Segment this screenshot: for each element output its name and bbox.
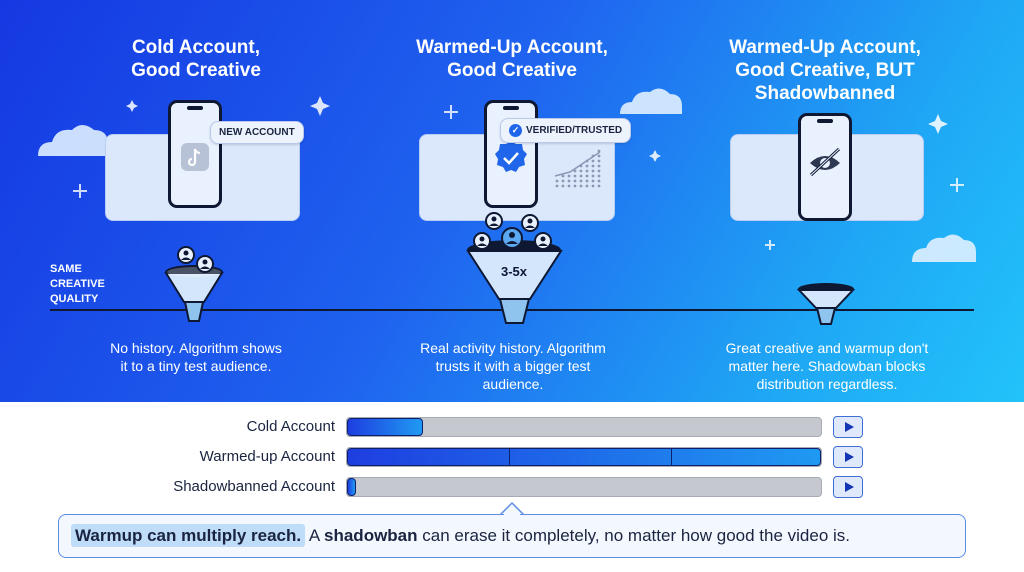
callout-highlight: Warmup can multiply reach. bbox=[71, 524, 306, 547]
bar-segment-divider bbox=[509, 448, 510, 466]
badge-new-account: NEW ACCOUNT bbox=[210, 121, 304, 144]
check-icon: ✓ bbox=[509, 124, 522, 137]
column-title-warmed: Warmed-Up Account, Good Creative bbox=[392, 36, 632, 82]
eye-slash-icon bbox=[809, 147, 841, 177]
same-quality-label: SAME CREATIVE QUALITY bbox=[50, 262, 105, 307]
callout-text: Warmup can multiply reach. A shadowban c… bbox=[71, 524, 851, 547]
user-icon bbox=[485, 212, 503, 230]
reach-bar-shadowbanned bbox=[346, 477, 822, 497]
sparkle-icon bbox=[649, 150, 661, 162]
reach-bar-cold bbox=[346, 417, 822, 437]
description-shadowbanned: Great creative and warmup don't matter h… bbox=[696, 339, 958, 393]
callout-text-part: A bbox=[305, 526, 325, 545]
user-icon bbox=[534, 232, 552, 250]
user-icon bbox=[196, 255, 214, 273]
description-warmed: Real activity history. Algorithm trusts … bbox=[386, 339, 640, 393]
badge-label: NEW ACCOUNT bbox=[219, 127, 295, 138]
callout-box: Warmup can multiply reach. A shadowban c… bbox=[58, 514, 966, 558]
title-line: Cold Account, bbox=[131, 37, 261, 58]
verified-seal-icon bbox=[495, 141, 527, 172]
title-line: Warmed-Up Account, bbox=[416, 37, 608, 58]
funnel-empty bbox=[796, 283, 856, 325]
callout-pointer-mask bbox=[504, 513, 520, 516]
reach-bar-fill bbox=[347, 478, 357, 496]
title-line: Good Creative bbox=[447, 60, 577, 81]
bar-label-warmed: Warmed-up Account bbox=[199, 448, 335, 465]
column-title-shadowbanned: Warmed-Up Account, Good Creative, BUT Sh… bbox=[705, 36, 945, 105]
growth-chart-icon bbox=[554, 149, 601, 188]
plus-icon bbox=[444, 105, 458, 119]
callout-bold: shadowban bbox=[324, 526, 418, 545]
sparkle-icon bbox=[126, 100, 138, 112]
phone-cold bbox=[168, 100, 222, 208]
bar-label-shadowbanned: Shadowbanned Account bbox=[173, 478, 335, 495]
funnel-small bbox=[164, 265, 224, 322]
tiktok-icon bbox=[181, 143, 209, 171]
plus-icon bbox=[73, 184, 87, 198]
label-line: CREATIVE bbox=[50, 278, 105, 290]
user-icon bbox=[521, 214, 539, 232]
callout-text-part: can erase it completely, no matter how g… bbox=[417, 526, 851, 545]
description-line: trusts it with a bigger test bbox=[435, 358, 591, 374]
description-line: audience. bbox=[482, 376, 544, 392]
title-line: Shadowbanned bbox=[754, 83, 896, 104]
title-line: Warmed-Up Account, bbox=[729, 37, 921, 58]
bar-label-cold: Cold Account bbox=[246, 418, 335, 435]
description-cold: No history. Algorithm shows it to a tiny… bbox=[76, 339, 316, 375]
user-icon bbox=[177, 246, 195, 264]
diagram-panel: Cold Account, Good Creative Warmed-Up Ac… bbox=[0, 0, 1024, 402]
sparkle-icon bbox=[928, 114, 948, 134]
description-line: matter here. Shadowban blocks bbox=[728, 358, 926, 374]
bar-segment-divider bbox=[671, 448, 672, 466]
reach-bar-fill bbox=[347, 448, 821, 466]
column-title-cold: Cold Account, Good Creative bbox=[96, 36, 296, 82]
badge-verified: ✓ VERIFIED/TRUSTED bbox=[500, 118, 632, 143]
reach-bar-warmed bbox=[346, 447, 822, 467]
cloud-icon bbox=[912, 234, 976, 262]
plus-icon bbox=[950, 178, 964, 192]
description-line: distribution regardless. bbox=[756, 376, 898, 392]
badge-label: VERIFIED/TRUSTED bbox=[526, 125, 623, 137]
description-line: Real activity history. Algorithm bbox=[420, 340, 606, 356]
funnel-multiplier-label: 3-5x bbox=[501, 264, 528, 279]
label-line: SAME bbox=[50, 263, 82, 275]
cloud-icon bbox=[38, 125, 108, 156]
description-line: No history. Algorithm shows bbox=[110, 340, 282, 356]
play-button-warmed[interactable] bbox=[833, 446, 863, 468]
cloud-icon bbox=[620, 88, 682, 114]
label-line: QUALITY bbox=[50, 293, 99, 305]
reach-bar-fill bbox=[347, 418, 423, 436]
description-line: it to a tiny test audience. bbox=[120, 358, 272, 374]
plus-icon bbox=[765, 240, 775, 250]
decoration-layer bbox=[38, 88, 976, 262]
sparkle-icon bbox=[310, 96, 330, 116]
play-button-shadowbanned[interactable] bbox=[833, 476, 863, 498]
title-line: Good Creative, BUT bbox=[735, 60, 915, 81]
phone-shadowbanned bbox=[798, 113, 852, 221]
description-line: Great creative and warmup don't bbox=[725, 340, 929, 356]
play-button-cold[interactable] bbox=[833, 416, 863, 438]
user-icon bbox=[501, 227, 523, 249]
title-line: Good Creative bbox=[131, 60, 261, 81]
funnels-layer: 3-5x bbox=[164, 212, 856, 325]
user-icon bbox=[473, 232, 491, 250]
funnel-large bbox=[466, 240, 563, 324]
